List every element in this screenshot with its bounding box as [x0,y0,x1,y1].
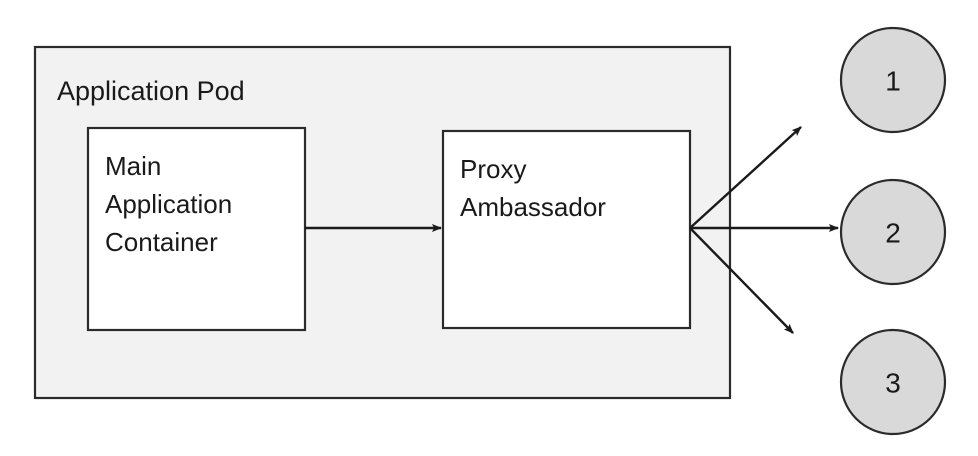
endpoint-2[interactable]: 2 [839,178,947,286]
proxy-ambassador-line-1: Proxy [460,154,526,184]
endpoint-1-circle [839,26,947,134]
endpoint-3[interactable]: 3 [839,328,947,436]
edge-proxy-to-endpoint-1 [689,126,802,229]
endpoint-1-label: 1 [885,66,901,97]
main-application-container-line-2: Application [105,189,232,219]
endpoint-1[interactable]: 1 [839,26,947,134]
application-pod-label: Application Pod [57,76,245,106]
main-application-container[interactable]: Main Application Container [86,126,307,332]
main-application-container-line-3: Container [105,227,218,257]
endpoint-3-label: 3 [885,368,901,399]
endpoint-3-circle [839,328,947,436]
main-application-container-rect [86,126,307,332]
endpoint-2-label: 2 [885,218,901,249]
proxy-ambassador-rect [441,129,692,330]
main-application-container-line-1: Main [105,151,161,181]
endpoint-2-circle [839,178,947,286]
edge-proxy-to-endpoint-3 [689,227,794,334]
proxy-ambassador-line-2: Ambassador [460,192,606,222]
proxy-ambassador[interactable]: Proxy Ambassador [441,129,692,330]
